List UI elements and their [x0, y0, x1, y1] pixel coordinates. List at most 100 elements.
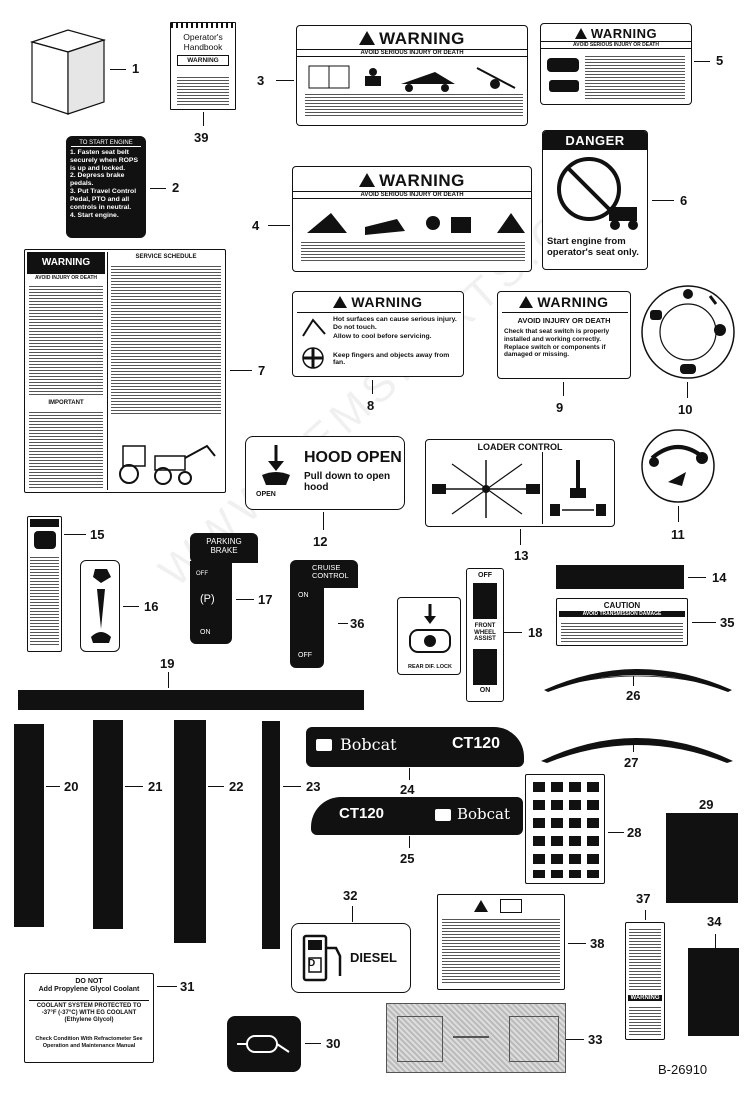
warning-decal-3: WARNING AVOID SERIOUS INJURY OR DEATH	[296, 25, 528, 126]
callout-33: 33	[588, 1032, 603, 1047]
callout-9: 9	[556, 400, 564, 415]
narrow-warning-decal-15	[27, 516, 62, 652]
hood-open-title: HOOD OPEN	[304, 449, 402, 466]
callout-2: 2	[172, 180, 180, 195]
rear-diff-lock-label: REAR DIF. LOCK	[408, 664, 452, 670]
cruise-off: OFF	[298, 652, 312, 659]
muffler-icon	[237, 1035, 290, 1053]
warning5-sub: AVOID SERIOUS INJURY OR DEATH	[541, 41, 691, 49]
callout-20: 20	[64, 779, 79, 794]
loader-control-decal: LOADER CONTROL	[425, 439, 615, 527]
callout-23: 23	[306, 779, 321, 794]
callout-11: 11	[671, 527, 685, 542]
warning8-line-1: Hot surfaces can cause serious injury.	[333, 316, 457, 323]
callout-21: 21	[148, 779, 163, 794]
hood-pull-down-icon	[262, 445, 290, 485]
diesel-d-letter: D	[308, 958, 316, 969]
hot-surface-fan-icon	[302, 318, 326, 369]
start-engine-header: TO START ENGINE	[71, 140, 141, 147]
parking-brake-decal: PARKING BRAKE OFF (P) ON	[190, 533, 258, 644]
warning8-line-2: Do not touch.	[333, 324, 377, 332]
start-engine-decal: TO START ENGINE 1. Fasten seat belt secu…	[66, 136, 146, 238]
fwa-front: FRONT	[474, 623, 496, 629]
start-step-1: 1. Fasten seat belt securely when ROPS i…	[70, 149, 138, 172]
warning9-sub: AVOID INJURY OR DEATH	[517, 316, 611, 325]
arrow-icon	[453, 1026, 497, 1048]
rabbit-turtle-icon	[91, 569, 111, 643]
bobcat24-model: CT120	[452, 735, 501, 752]
callout-16: 16	[144, 599, 159, 614]
callout-1: 1	[132, 61, 140, 76]
callout-34: 34	[707, 914, 722, 929]
callout-6: 6	[680, 193, 688, 208]
loader-joystick-pattern	[432, 460, 540, 518]
engine-icon	[509, 1016, 559, 1062]
handbook-warning: WARNING	[177, 55, 229, 66]
cruise-line1: CRUISE	[312, 563, 341, 572]
parking-brake-line1: PARKING	[206, 537, 242, 546]
warning3-head: WARNING	[379, 29, 465, 48]
warning7-sub: AVOID INJURY OR DEATH	[34, 275, 98, 281]
warning-decal-5: WARNING AVOID SERIOUS INJURY OR DEATH	[540, 23, 692, 105]
warning8-head: WARNING	[351, 294, 423, 310]
handbook-title-2: Handbook	[183, 42, 223, 52]
callout-14: 14	[712, 570, 727, 585]
capacity-decal-38	[437, 894, 565, 990]
warning7-important: IMPORTANT	[48, 400, 84, 406]
stripe-decal-19	[18, 690, 364, 710]
fender-stripe-27	[541, 738, 733, 763]
hood-open-decal: OPEN HOOD OPEN Pull down to open hood	[245, 436, 405, 510]
callout-36: 36	[350, 616, 365, 631]
bobcat25-model: CT120	[339, 805, 385, 822]
fwa-wheel: WHEEL	[474, 629, 496, 636]
black-panel-decal-29	[666, 813, 738, 903]
fwa-assist: ASSIST	[474, 636, 496, 643]
coolant-line1: DO NOT	[75, 978, 103, 985]
bobcat-logo-icon-2	[435, 809, 451, 821]
callout-27: 27	[624, 755, 639, 770]
callout-5: 5	[716, 53, 724, 68]
symbol-chart-decal-28	[525, 774, 605, 884]
callout-17: 17	[258, 592, 273, 607]
callout-3: 3	[257, 73, 265, 88]
callout-8: 8	[367, 398, 375, 413]
fwa-off: OFF	[478, 572, 492, 579]
warning7-head: WARNING	[27, 252, 105, 274]
warning-decal-9: WARNING AVOID INJURY OR DEATH Check that…	[497, 291, 631, 379]
callout-38: 38	[590, 936, 605, 951]
warning-decal-37: WARNING	[625, 922, 665, 1040]
warning3-sub: AVOID SERIOUS INJURY OR DEATH	[297, 49, 527, 57]
callout-31: 31	[180, 979, 195, 994]
warning3-pictograms	[305, 65, 523, 116]
manual-book-icon	[500, 899, 522, 913]
figure-id: B-26910	[658, 1062, 708, 1077]
coolant-line2: Add Propylene Glycol Coolant	[38, 986, 140, 994]
start-step-3: 3. Put Travel Control Pedal, PTO and all…	[70, 188, 137, 211]
cruise-on: ON	[298, 592, 309, 599]
decal-kit-box-icon	[29, 29, 107, 115]
stripe-decal-22	[174, 720, 206, 943]
warning37-head: WARNING	[628, 995, 662, 1001]
callout-4: 4	[252, 218, 260, 233]
loader-lever-icon	[550, 460, 606, 516]
parking-brake-p: (P)	[200, 593, 215, 605]
warning4-pictograms	[301, 213, 525, 263]
pto-round-decal	[641, 285, 735, 379]
callout-26: 26	[626, 688, 641, 703]
callout-12: 12	[313, 534, 328, 549]
caution35-head: CAUTION	[603, 601, 641, 610]
danger6-text: Start engine from operator's seat only.	[547, 236, 639, 258]
fender-stripe-26	[544, 669, 732, 692]
rear-diff-lock-decal: REAR DIF. LOCK	[397, 597, 461, 675]
symbol-grid-icons	[533, 782, 599, 878]
callout-32: 32	[343, 888, 358, 903]
pictogram-strip-decal-33	[386, 1003, 566, 1073]
danger6-head: DANGER	[565, 133, 625, 148]
coolant-line4: Check Condition With Refractometer See O…	[35, 1036, 143, 1049]
bobcat-logo-icon	[316, 739, 332, 751]
warning-service-decal-7: WARNING AVOID INJURY OR DEATH IMPORTANT …	[24, 249, 226, 493]
hood-open-text: Pull down to open hood	[304, 471, 391, 493]
speed-range-decal-16	[80, 560, 120, 652]
coolant-decal: DO NOT Add Propylene Glycol Coolant COOL…	[24, 973, 154, 1063]
operators-handbook: Operator's Handbook WARNING	[170, 22, 236, 110]
